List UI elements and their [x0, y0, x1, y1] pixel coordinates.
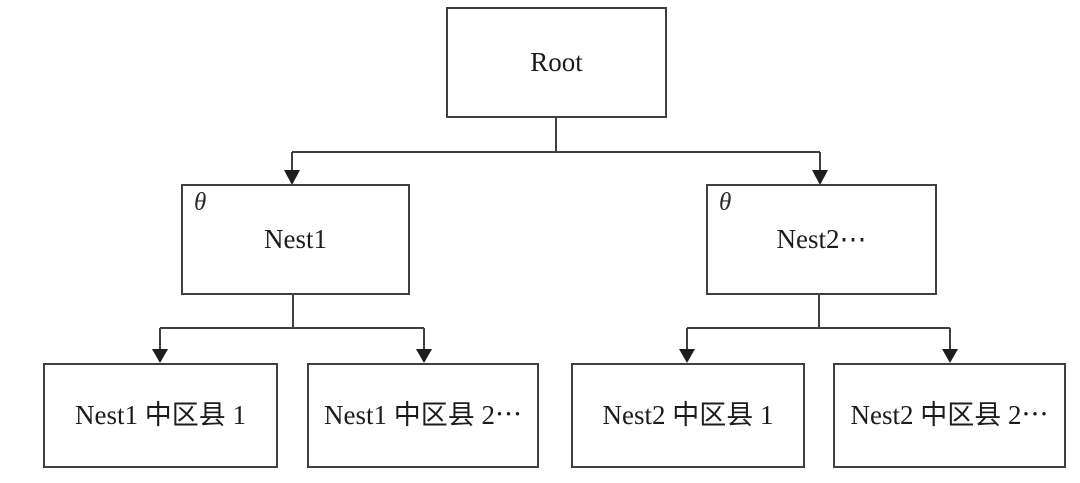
node-root-label: Root	[530, 46, 583, 77]
node-nest1-district2: Nest1 中区县 2⋯	[307, 363, 539, 468]
arrowhead-nest2-leaf2	[942, 349, 958, 363]
connector-nest1-to-leaves	[159, 295, 425, 351]
node-nest2-label: Nest2⋯	[776, 223, 867, 254]
arrowhead-nest2-leaf1	[679, 349, 695, 363]
node-nest1-district1-label: Nest1 中区县 1	[75, 399, 246, 430]
node-nest2-district2-label: Nest2 中区县 2⋯	[850, 399, 1049, 430]
node-nest1-label: Nest1	[264, 223, 327, 254]
theta-parameter-symbol: θ	[719, 189, 732, 216]
node-nest2-district1-label: Nest2 中区县 1	[602, 399, 774, 430]
node-nest2: θ Nest2⋯	[706, 184, 937, 295]
node-root: Root	[446, 7, 667, 118]
arrowhead-nest2	[812, 170, 828, 185]
node-nest1: θ Nest1	[181, 184, 410, 295]
node-nest1-district1: Nest1 中区县 1	[43, 363, 278, 468]
connector-nest2-to-leaves	[686, 295, 951, 351]
node-nest2-district1: Nest2 中区县 1	[571, 363, 805, 468]
theta-parameter-symbol: θ	[194, 189, 207, 216]
arrowhead-nest1	[284, 170, 300, 185]
node-nest2-district2: Nest2 中区县 2⋯	[833, 363, 1066, 468]
node-nest1-district2-label: Nest1 中区县 2⋯	[324, 399, 522, 430]
arrowhead-nest1-leaf2	[416, 349, 432, 363]
arrowhead-nest1-leaf1	[152, 349, 168, 363]
connector-root-to-nests	[291, 118, 821, 172]
